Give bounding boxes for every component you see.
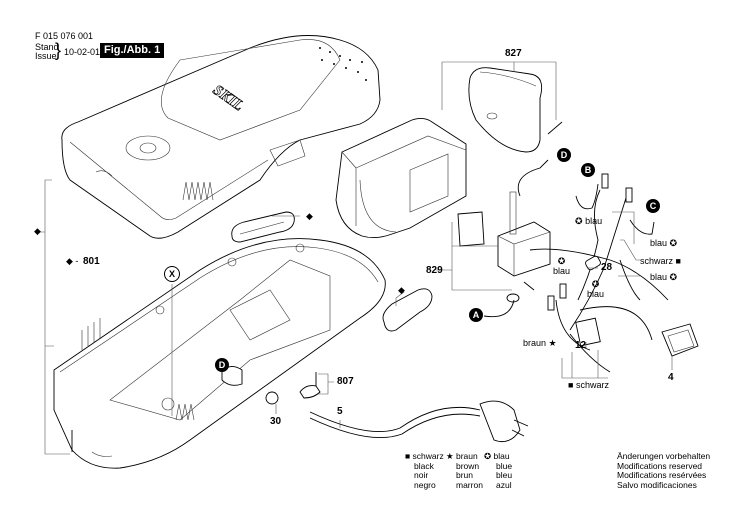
callout-30: 30 (270, 416, 282, 427)
wire-label-blau-5: ✪blau (587, 279, 605, 299)
black-symbol-icon: ■ (675, 256, 681, 266)
power-cord (309, 400, 529, 443)
callout-4: 4 (668, 372, 674, 383)
diamond-marker-left: ◆ (34, 226, 41, 236)
black-square-icon: ■ (405, 451, 411, 461)
wire-label-blau-2: blau ✪ (650, 238, 678, 248)
wire-label-blau-3: blau ✪ (650, 272, 678, 282)
cable-clamp (299, 385, 321, 399)
callout-801-prefix: ◆ - (66, 256, 79, 266)
blue-star-circle-icon: ✪ (484, 451, 492, 461)
stand-label: Stand (35, 42, 59, 52)
wiring-harness (483, 159, 669, 373)
legend-black: ■ schwarz black noir negro (405, 451, 444, 490)
brace: } (55, 40, 62, 60)
blue-symbol-icon: ✪ (591, 279, 600, 289)
diamond-marker-side: ◆ (398, 285, 405, 295)
blue-symbol-icon: ✪ (575, 216, 583, 226)
figure-label: Fig./Abb. 1 (100, 43, 165, 58)
part-number: F 015 076 001 (35, 31, 94, 41)
callout-5: 5 (337, 406, 343, 417)
callout-829: 829 (426, 265, 443, 276)
stand-issue-label: Stand Issue (35, 43, 59, 61)
connector-d-marker-top: D (557, 148, 571, 162)
legend-brown: ★ braun brown brun marron (446, 451, 483, 490)
issue-date: 10-02-01 (64, 47, 101, 57)
wire-label-blau-1: ✪ blau (575, 216, 603, 226)
issue-label: Issue (35, 51, 57, 61)
connector-c-marker: C (646, 199, 660, 213)
wire-label-braun: braun ★ (523, 338, 557, 348)
wire-label-schwarz-1: schwarz ■ (640, 256, 681, 266)
seal-strip-upper (231, 211, 295, 243)
callout-827: 827 (505, 48, 522, 59)
callout-28: 28 (601, 262, 613, 273)
diamond-marker-strip: ◆ (306, 211, 313, 221)
star-icon: ★ (446, 451, 454, 461)
connector-b-marker: B (581, 163, 595, 177)
brown-symbol-icon: ★ (548, 338, 557, 348)
blue-symbol-icon: ✪ (557, 256, 566, 266)
callout-807: 807 (337, 376, 354, 387)
grommet-30 (265, 391, 279, 405)
connector-a-marker: A (469, 308, 483, 322)
top-cover-housing: SKIL (61, 35, 381, 239)
rocker-switch (661, 323, 699, 357)
blue-symbol-icon: ✪ (669, 238, 678, 248)
bottom-housing (53, 238, 386, 469)
leader-lines (38, 61, 673, 455)
marker-x: X (164, 266, 180, 282)
switch-box-829 (457, 191, 551, 303)
motor-housing (335, 117, 467, 239)
callout-801: 801 (83, 256, 100, 267)
blue-symbol-icon: ✪ (669, 272, 678, 282)
callout-12: 12 (575, 340, 587, 351)
wire-label-schwarz-2: ■ schwarz (568, 380, 609, 390)
seal-strip-side (382, 288, 433, 332)
connector-d-marker-housing: D (215, 358, 229, 372)
black-symbol-icon: ■ (568, 380, 574, 390)
modifications-notice: Änderungen vorbehalten Modifications res… (617, 451, 711, 490)
end-cap (468, 67, 563, 153)
wire-label-blau-4: ✪blau (553, 256, 571, 276)
legend-blue: ✪ blau blue bleu azul (484, 451, 513, 490)
